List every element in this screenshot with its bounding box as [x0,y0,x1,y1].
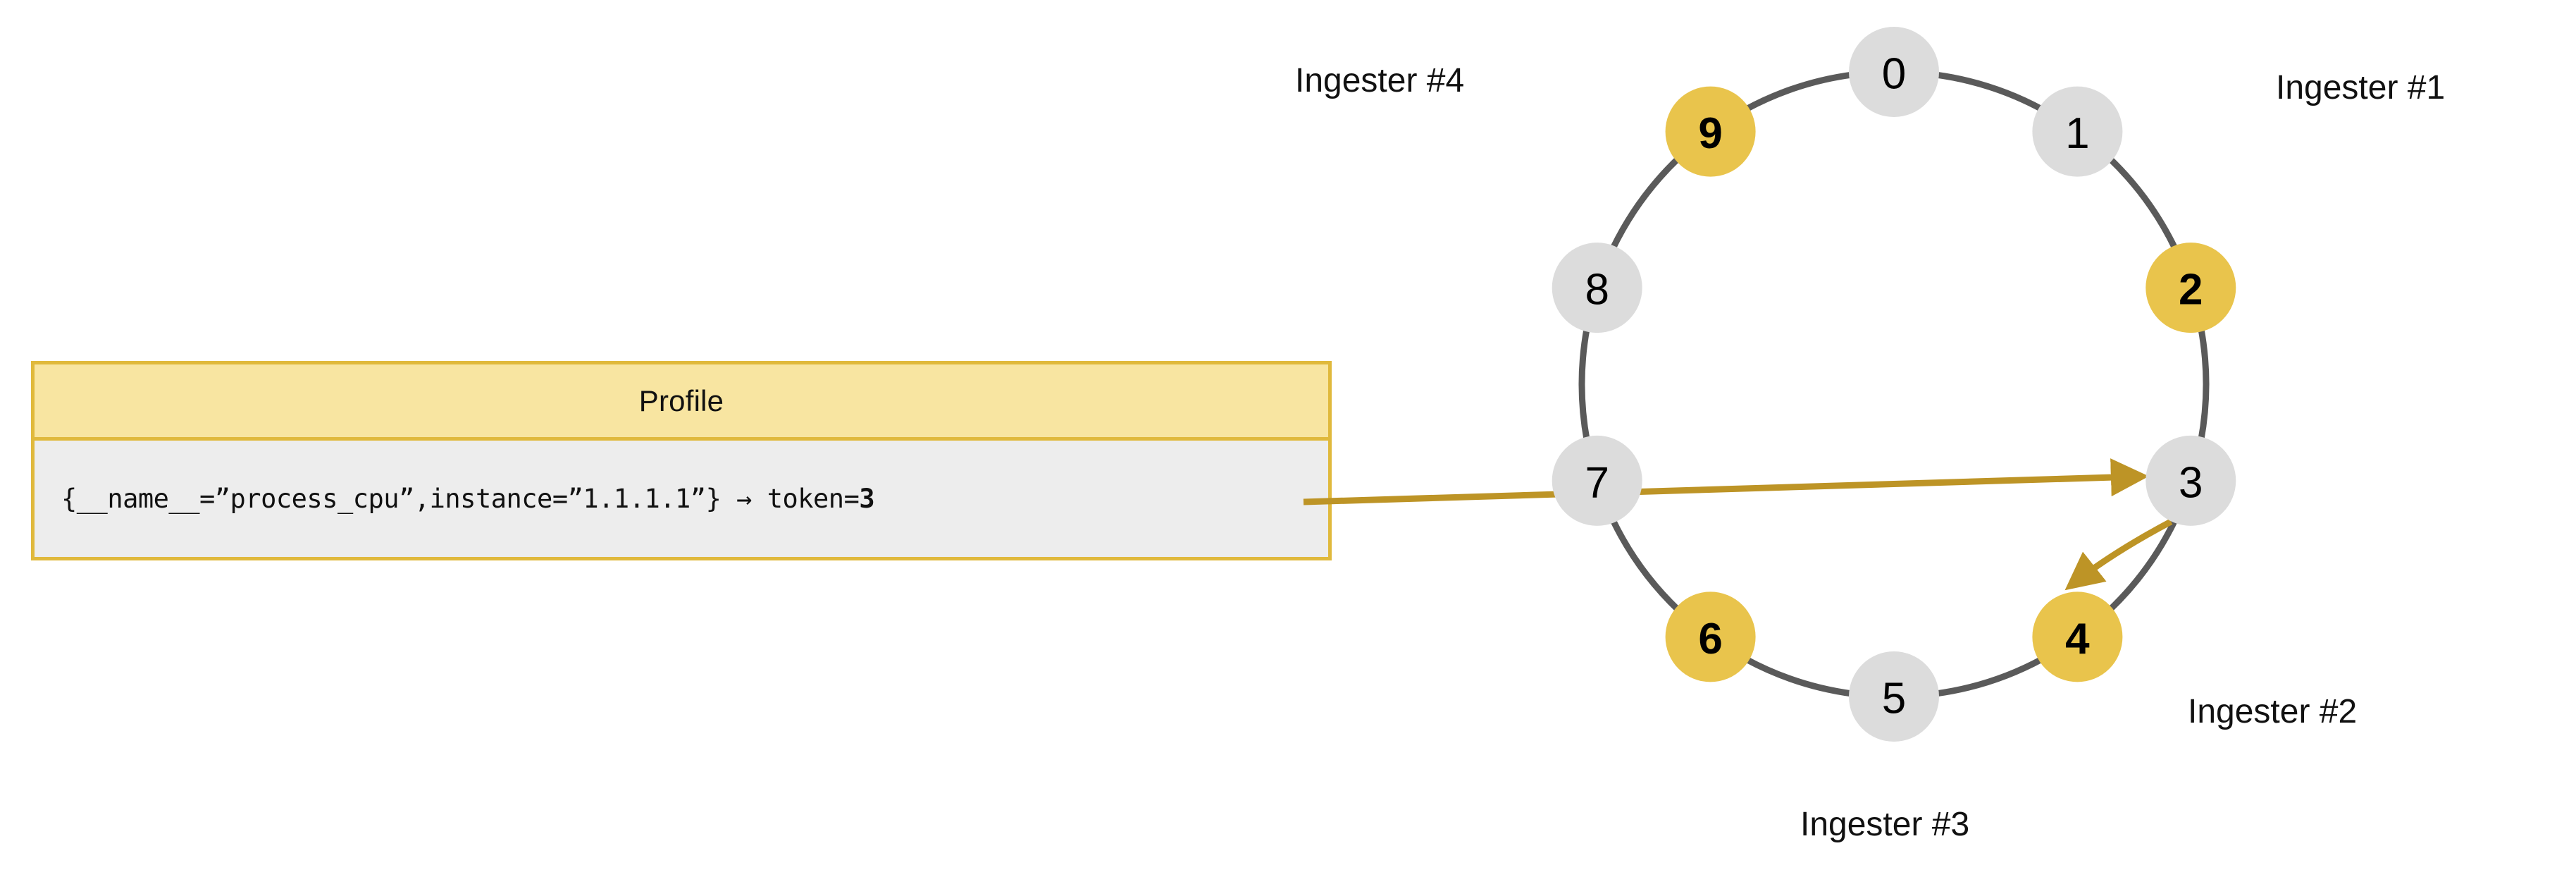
profile-card-body: {__name__=”process_cpu”,instance=”1.1.1.… [35,441,1328,557]
ring-node-1[interactable]: 1 [2032,86,2123,177]
ingester-labels: Ingester #1 Ingester #2 Ingester #3 Ingeste… [1295,62,2445,843]
profile-expression: {__name__=”process_cpu”,instance=”1.1.1.… [61,484,875,514]
ring-node-3[interactable]: 3 [2145,435,2236,526]
ring-arc [1744,656,1853,697]
ingester-label-3: Ingester #3 [1800,806,1969,843]
profile-card-header: Profile [35,364,1328,441]
ingester-label-1: Ingester #1 [2276,69,2445,106]
ring-arcs [1578,71,2210,697]
ring-node-8[interactable]: 8 [1552,243,1642,333]
ring-node-circle [2032,86,2123,177]
ring-node-circle [2032,591,2123,682]
flow-arrow-profile-to-token3 [1303,458,2149,505]
ring-arc [1609,517,1681,613]
ingester-label-2: Ingester #2 [2188,693,2357,730]
ring-node-token-label: 6 [1698,615,1722,663]
ring-node-7[interactable]: 7 [1552,435,1642,526]
ring-node-circle [1552,243,1642,333]
ingester-label-4: Ingester #4 [1295,62,1464,99]
ring-arc [1578,327,1590,441]
ring-node-circle [1849,27,1939,117]
ring-node-2[interactable]: 2 [2145,243,2236,333]
ring-node-5[interactable]: 5 [1849,651,1939,742]
ring-node-token-label: 8 [1585,266,1609,314]
ring-arc [2107,156,2179,251]
ring-node-token-label: 1 [2065,109,2089,158]
ring-node-0[interactable]: 0 [1849,27,1939,117]
profile-title: Profile [638,384,724,417]
ring-node-token-label: 3 [2179,458,2203,507]
ring-arc [2198,327,2210,441]
flow-arrow-token3-to-token4 [2064,518,2173,591]
ring-arc [2107,517,2179,613]
ring-arc [1609,156,1681,251]
ring-node-token-label: 5 [1882,675,1906,723]
profile-expression-prefix: {__name__=”process_cpu”,instance=”1.1.1.… [61,484,860,514]
ring-node-6[interactable]: 6 [1665,591,1756,682]
ring-node-token-label: 4 [2065,615,2090,663]
ring-node-circle [2145,243,2236,333]
ring-node-circle [1665,591,1756,682]
ring-node-9[interactable]: 9 [1665,86,1756,177]
ring-nodes: 0 1 2 3 4 5 6 7 8 9 [1552,27,2236,742]
ring-node-token-label: 7 [1585,458,1609,507]
ring-node-4[interactable]: 4 [2032,591,2123,682]
profile-card: Profile {__name__=”process_cpu”,instance… [31,361,1332,560]
ring-arc [1935,71,2044,113]
ring-arc [1935,656,2044,697]
flow-arrows [1303,458,2173,591]
ring-node-circle [1849,651,1939,742]
ring-node-token-label: 2 [2179,266,2203,314]
ring-arc [1744,71,1853,113]
ring-node-token-label: 9 [1698,109,1722,158]
ring-node-token-label: 0 [1882,50,1906,99]
ring-node-circle [1665,86,1756,177]
profile-expression-token: 3 [859,484,875,514]
ring-node-circle [1552,435,1642,526]
ring-node-circle [2145,435,2236,526]
